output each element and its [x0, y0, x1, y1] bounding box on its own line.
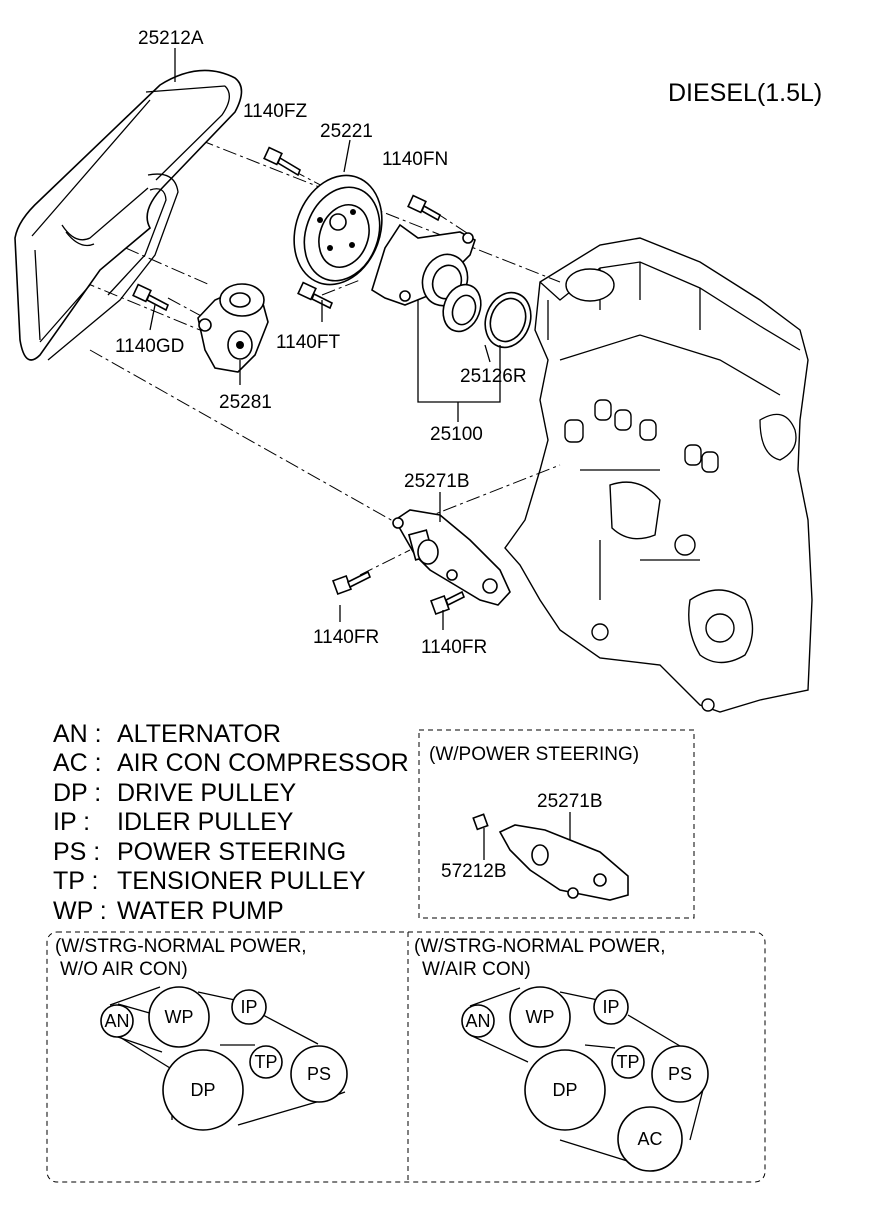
- layout-right-title-2: W/AIR CON): [422, 959, 531, 980]
- bolt-1140fr-left: [332, 570, 372, 595]
- legend-abbr: WP :: [53, 897, 107, 925]
- legend-abbr: IP :: [53, 808, 90, 836]
- legend-desc: WATER PUMP: [117, 897, 284, 925]
- part-label-gasket: 25126R: [460, 366, 527, 387]
- part-label-bracket: 25271B: [404, 471, 470, 492]
- legend-desc: POWER STEERING: [117, 838, 346, 866]
- pulley-label: AC: [637, 1129, 662, 1149]
- gasket-25126r: [484, 291, 532, 349]
- pulley-label: PS: [307, 1064, 331, 1084]
- legend-abbr: DP :: [53, 779, 101, 807]
- part-label-tensioner: 25281: [219, 392, 272, 413]
- bolt-1140fz: [263, 146, 301, 177]
- part-label-bolt-fz: 1140FZ: [243, 101, 307, 122]
- legend-abbr: AN :: [53, 720, 102, 748]
- pulley-label: AN: [465, 1011, 490, 1031]
- part-label-bolt-fr-2: 1140FR: [421, 637, 487, 658]
- layout-left-title-1: (W/STRG-NORMAL POWER,: [55, 936, 307, 957]
- abbreviation-legend: AN : ALTERNATOR AC : AIR CON COMPRESSOR …: [53, 720, 409, 925]
- pulley-label: PS: [668, 1064, 692, 1084]
- pulley-label: WP: [165, 1007, 194, 1027]
- belt-layout-with-ac: (W/STRG-NORMAL POWER, W/AIR CON) AN WP I…: [414, 936, 709, 1172]
- legend-desc: AIR CON COMPRESSOR: [117, 749, 409, 777]
- legend-desc: DRIVE PULLEY: [117, 779, 297, 807]
- power-steering-title: (W/POWER STEERING): [429, 744, 639, 765]
- tensioner-25281: [197, 283, 269, 373]
- bolt-1140gd: [132, 283, 170, 312]
- bracket-25271b: [392, 509, 511, 606]
- pulley-label: TP: [254, 1052, 277, 1072]
- part-label-bolt-gd: 1140GD: [115, 336, 184, 357]
- pulley-label: IP: [602, 997, 619, 1017]
- ps-bracket-label: 25271B: [537, 791, 603, 812]
- power-steering-box: (W/POWER STEERING) 25271B 57212B: [418, 729, 695, 919]
- water-pump: [371, 223, 482, 333]
- pulley-label: WP: [526, 1007, 555, 1027]
- part-label-belt: 25212A: [138, 28, 204, 49]
- layout-left-title-2: W/O AIR CON): [60, 959, 188, 980]
- legend-desc: TENSIONER PULLEY: [117, 867, 366, 895]
- legend-abbr: TP :: [53, 867, 98, 895]
- pulley-label: IP: [240, 997, 257, 1017]
- legend-abbr: PS :: [53, 838, 100, 866]
- bolt-1140ft: [297, 281, 334, 310]
- pulley-label: TP: [616, 1052, 639, 1072]
- belt-layout-without-ac: (W/STRG-NORMAL POWER, W/O AIR CON) AN WP…: [55, 936, 348, 1131]
- pulley-label: AN: [104, 1011, 129, 1031]
- drive-belt: [14, 69, 243, 361]
- legend-desc: IDLER PULLEY: [117, 808, 294, 836]
- layout-right-title-1: (W/STRG-NORMAL POWER,: [414, 936, 666, 957]
- belt-routing-frame: [46, 931, 766, 1183]
- engine-block: [504, 237, 813, 713]
- pulley-label: DP: [190, 1080, 215, 1100]
- legend-abbr: AC :: [53, 749, 102, 777]
- pulley-label: DP: [552, 1080, 577, 1100]
- part-label-bolt-fr-1: 1140FR: [313, 627, 379, 648]
- water-pump-pulley: [293, 174, 383, 286]
- bolt-1140fr-right: [430, 590, 466, 615]
- legend-desc: ALTERNATOR: [117, 720, 281, 748]
- ps-bolt-label: 57212B: [441, 861, 507, 882]
- part-label-bolt-fn: 1140FN: [382, 149, 448, 170]
- bolt-1140fn: [407, 194, 442, 222]
- engine-label: DIESEL(1.5L): [668, 79, 822, 107]
- part-label-water-pump-assy: 25100: [430, 424, 483, 445]
- part-label-pulley: 25221: [320, 121, 373, 142]
- part-label-bolt-ft: 1140FT: [276, 332, 340, 353]
- part-label-leaders: [149, 48, 501, 630]
